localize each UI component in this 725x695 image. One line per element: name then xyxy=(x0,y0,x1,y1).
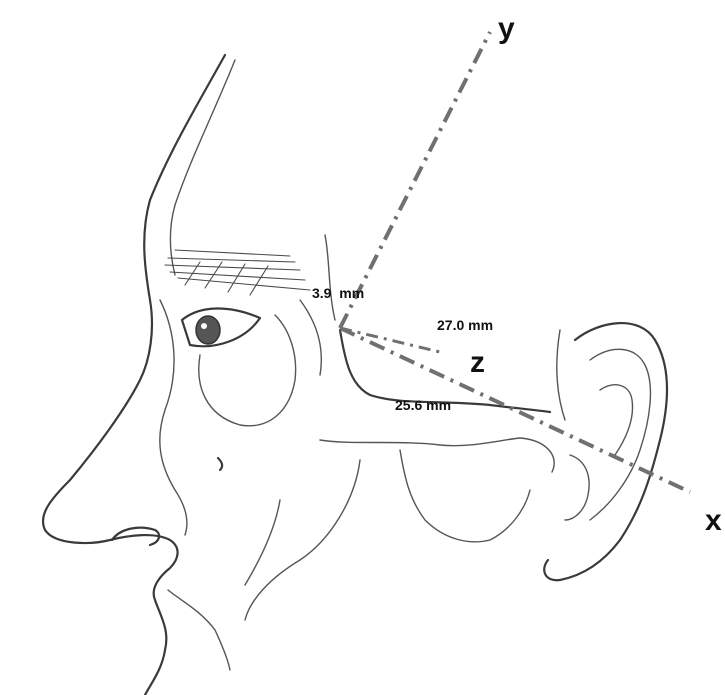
cheek-line xyxy=(300,300,321,375)
jaw-lower xyxy=(400,450,530,542)
z-offset-measurement: 27.0 mm xyxy=(437,317,493,333)
forehead-inner-line xyxy=(170,60,235,275)
chin-line xyxy=(245,500,280,585)
y-axis-line xyxy=(340,32,490,328)
face-contour xyxy=(43,55,225,695)
z-axis-label: z xyxy=(470,346,485,379)
eye xyxy=(182,308,260,346)
jaw-line xyxy=(320,438,554,472)
temple-line xyxy=(325,235,335,320)
mouth-line xyxy=(168,590,230,670)
ear xyxy=(544,323,667,580)
y-offset-measurement: 3.9 mm xyxy=(312,285,364,301)
coordinate-axes xyxy=(340,32,690,492)
nose-bridge-line xyxy=(160,300,187,535)
x-offset-measurement: 25.6 mm xyxy=(395,397,451,413)
z-axis-line xyxy=(340,328,440,352)
cheek-mark xyxy=(218,458,222,470)
y-axis-label: y xyxy=(498,12,515,45)
x-axis-line xyxy=(340,328,690,492)
x-axis-label: x xyxy=(705,504,722,537)
head-profile-drawing xyxy=(43,55,667,695)
neck-line xyxy=(245,460,360,620)
eyebrow xyxy=(165,250,310,295)
